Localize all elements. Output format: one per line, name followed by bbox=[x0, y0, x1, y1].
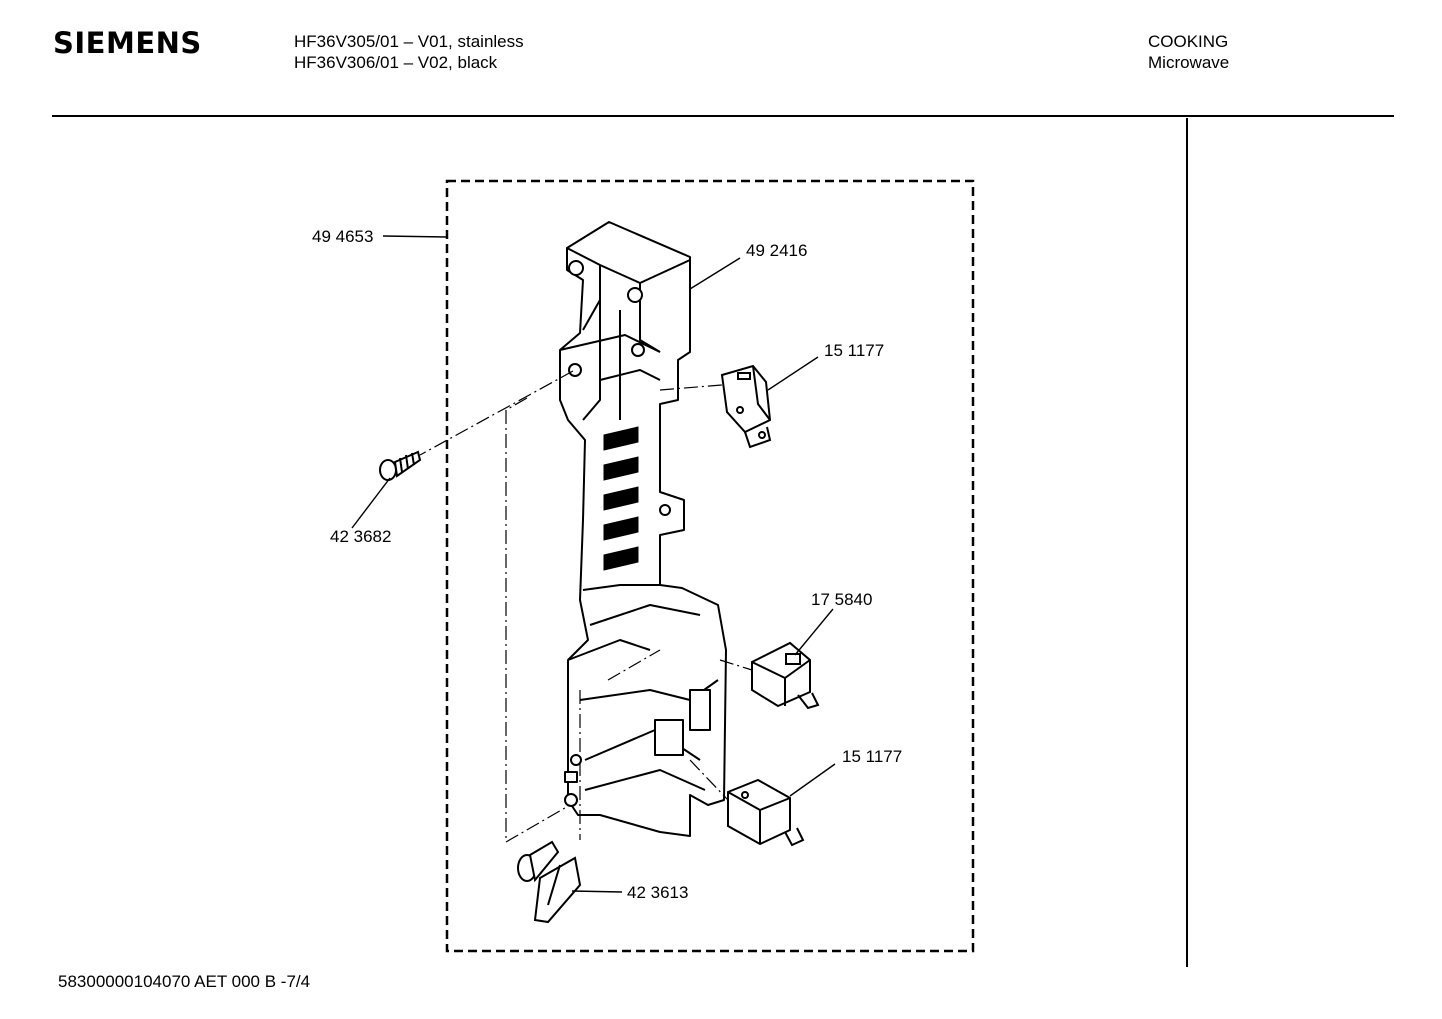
header-divider bbox=[52, 115, 1394, 117]
part-label-49-4653: 49 4653 bbox=[312, 227, 373, 246]
bracket-slots bbox=[603, 426, 639, 571]
microswitch-middle bbox=[751, 641, 820, 710]
part-label-17-5840: 17 5840 bbox=[811, 590, 872, 609]
leader-lines bbox=[351, 235, 836, 893]
part-label-42-3682: 42 3682 bbox=[330, 527, 391, 546]
screw bbox=[379, 450, 422, 481]
microswitch-bottom bbox=[727, 778, 805, 847]
subcategory-label: Microwave bbox=[1148, 53, 1230, 72]
document-id: 58300000104070 AET 000 B -7/4 bbox=[58, 972, 311, 991]
assembly-boundary bbox=[445, 179, 975, 953]
model-list: HF36V305/01 – V01, stainless HF36V306/01… bbox=[294, 31, 524, 73]
category-label: COOKING bbox=[1148, 32, 1229, 51]
category-block: COOKING Microwave bbox=[1148, 31, 1229, 73]
latch-bracket bbox=[559, 221, 727, 837]
side-divider bbox=[1186, 118, 1188, 967]
brand-logo: SIEMENS bbox=[53, 26, 202, 60]
part-label-42-3613: 42 3613 bbox=[627, 883, 688, 902]
model-line-2: HF36V306/01 – V02, black bbox=[294, 53, 498, 72]
door-hook bbox=[517, 840, 582, 924]
part-label-15-1177-top: 15 1177 bbox=[824, 341, 884, 360]
part-label-49-2416: 49 2416 bbox=[746, 241, 807, 260]
model-line-1: HF36V305/01 – V01, stainless bbox=[294, 32, 524, 51]
part-label-15-1177-bottom: 15 1177 bbox=[842, 747, 902, 766]
microswitch-top bbox=[720, 364, 772, 449]
assembly-lines bbox=[419, 370, 753, 843]
